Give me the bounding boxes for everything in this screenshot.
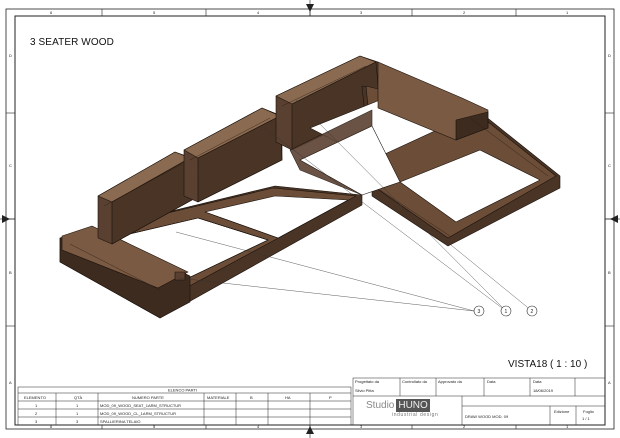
sofa-isometric-view (59, 55, 561, 319)
header-ha: HA (285, 395, 291, 400)
drawing-name: DRAW WOOD MOD. 09 (465, 414, 509, 419)
zone-bottom-2: 2 (463, 424, 466, 429)
header-qta: QTÀ (74, 395, 83, 400)
zone-top-3: 3 (360, 10, 363, 15)
header-p: P (329, 395, 332, 400)
studio-logo-part-a: Studio (366, 400, 395, 411)
approved-by-label: Approvato da (438, 379, 463, 384)
header-b: B (250, 395, 253, 400)
studio-logo: Studio HUNO (364, 399, 430, 412)
balloon-3 (473, 305, 485, 317)
zone-right-a: A (608, 380, 611, 385)
balloon-1-label: 1 (505, 309, 508, 315)
row2-elemento: 2 (35, 411, 38, 416)
zone-left-d: D (9, 53, 12, 58)
studio-subtitle: industrial design (392, 412, 439, 418)
zone-left-c: C (9, 163, 12, 168)
zone-bottom-1: 1 (566, 424, 569, 429)
parts-list-caption: ELENCO PARTI (168, 388, 197, 393)
zone-top-1: 1 (566, 10, 569, 15)
drawing-title: 3 SEATER WOOD (30, 37, 114, 48)
zone-right-d: D (608, 53, 611, 58)
zone-top-5: 5 (153, 10, 156, 15)
balloon-2-label: 2 (531, 309, 534, 315)
zone-right-b: B (608, 270, 611, 275)
studio-logo-part-b: HUNO (396, 399, 430, 412)
checked-by-label: Controllato da (402, 379, 428, 384)
date-label: Data (487, 379, 496, 384)
zone-bottom-6: 6 (50, 424, 53, 429)
zone-top-2: 2 (463, 10, 466, 15)
designed-by-value: Silvio Pitta (355, 388, 374, 393)
parts-list-table (17, 386, 352, 426)
row3-elemento: 3 (35, 419, 38, 424)
zone-left-a: A (9, 380, 12, 385)
date2-label: Data (533, 379, 542, 384)
zone-right-c: C (608, 163, 611, 168)
designed-by-label: Progettato da (355, 379, 380, 384)
zone-bottom-3: 3 (360, 424, 363, 429)
row3-part: SPALLIERINA TELAIO (100, 419, 141, 424)
view-scale-label: VISTA18 ( 1 : 10 ) (508, 359, 588, 370)
row1-part: MOD_09_WOOD_SEAT_1ARM_STRUCTUR (100, 403, 181, 408)
row3-qta: 3 (76, 419, 79, 424)
header-materiale: MATERIALE (207, 395, 230, 400)
balloon-3-label: 3 (478, 309, 481, 315)
title-block (352, 377, 606, 426)
row1-qta: 1 (76, 403, 79, 408)
balloon-2 (526, 305, 538, 317)
edition-label: Edizione (554, 409, 570, 414)
sheet-value: 1 / 1 (582, 416, 591, 421)
header-numero-parte: NUMERO PARTE (132, 395, 164, 400)
row2-part: MOD_09_WOOD_CL_1ARM_STRUCTUR (100, 411, 176, 416)
row2-qta: 1 (76, 411, 79, 416)
zone-top-4: 4 (257, 10, 260, 15)
zone-bottom-5: 5 (153, 424, 156, 429)
zone-top-6: 6 (50, 10, 53, 15)
sheet-label: Foglio (583, 409, 595, 414)
date-value: 18/06/2019 (533, 388, 554, 393)
row1-elemento: 1 (35, 403, 38, 408)
zone-left-b: B (9, 270, 12, 275)
header-elemento: ELEMENTO (24, 395, 46, 400)
zone-bottom-4: 4 (257, 424, 260, 429)
balloon-1 (500, 305, 512, 317)
